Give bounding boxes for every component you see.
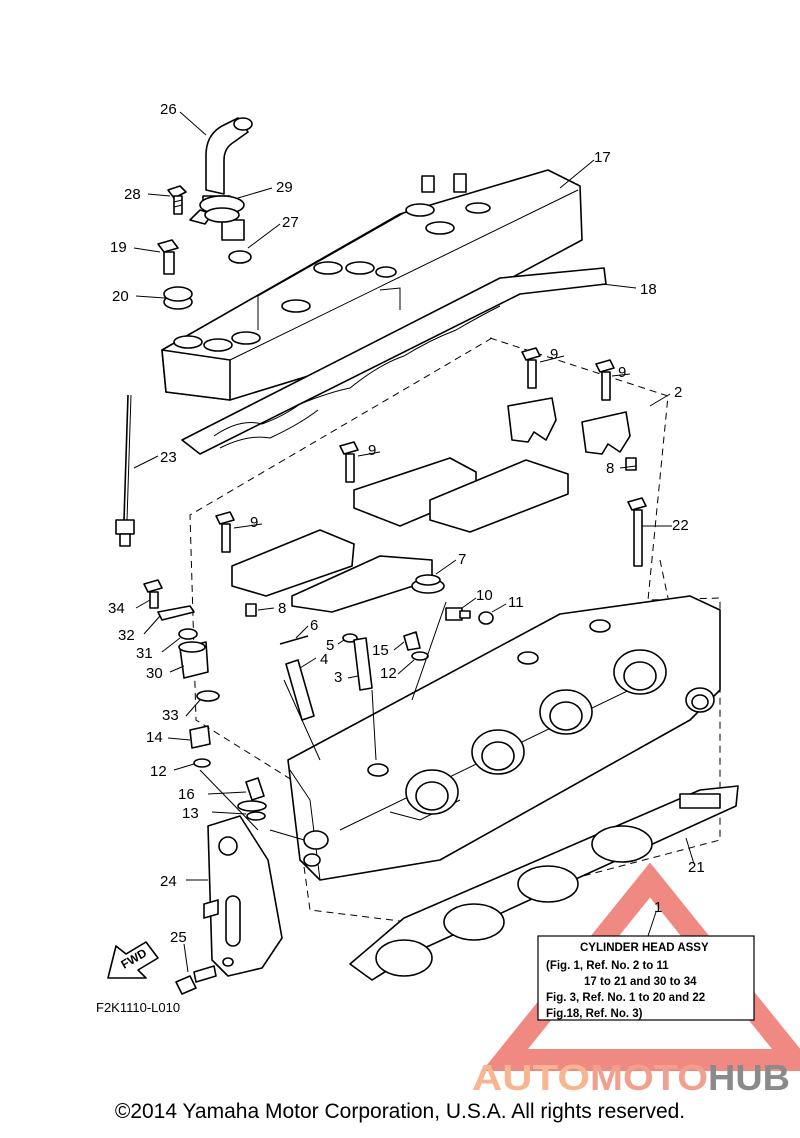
cap-bolts-9 bbox=[215, 347, 615, 553]
callout-26: 26 bbox=[160, 101, 177, 118]
diagram-code: F2K1110-L010 bbox=[96, 1000, 180, 1015]
callout-25: 25 bbox=[170, 929, 187, 946]
callout-31: 31 bbox=[136, 645, 153, 662]
copyright-notice: ©2014 Yamaha Motor Corporation, U.S.A. A… bbox=[114, 1100, 686, 1123]
callout-13: 13 bbox=[182, 805, 199, 822]
callout-30: 30 bbox=[146, 665, 163, 682]
callout-18: 18 bbox=[640, 281, 657, 298]
callout-10: 10 bbox=[476, 587, 493, 604]
intake-ports bbox=[405, 649, 667, 815]
left-fittings bbox=[143, 579, 267, 821]
dowel-8b bbox=[245, 603, 257, 617]
callout-27: 27 bbox=[282, 214, 299, 231]
callout-21: 21 bbox=[688, 859, 705, 876]
callout-14: 14 bbox=[146, 729, 163, 746]
fitting-10 bbox=[445, 607, 471, 621]
cylinder-head-assy-box: CYLINDER HEAD ASSY (Fig. 1, Ref. No. 2 t… bbox=[537, 935, 755, 1021]
callout-6: 6 bbox=[310, 617, 318, 634]
gasket-11 bbox=[478, 611, 494, 625]
assy-box-line-4: Fig.18, Ref. No. 3) bbox=[546, 1008, 643, 1020]
side-plate-24 bbox=[203, 815, 283, 977]
callout-16: 16 bbox=[178, 786, 195, 803]
callout-29: 29 bbox=[276, 179, 293, 196]
callout-7: 7 bbox=[458, 551, 466, 568]
callout-17: 17 bbox=[594, 149, 611, 166]
watermark-part-1: AUTO bbox=[472, 1057, 590, 1098]
callout-34: 34 bbox=[108, 600, 125, 617]
leader-lines bbox=[133, 111, 695, 973]
spark-plug-holes bbox=[173, 202, 491, 352]
callout-5: 5 bbox=[326, 637, 334, 654]
long-bolt-23 bbox=[115, 394, 135, 547]
callout-3: 3 bbox=[334, 669, 342, 686]
callout-19: 19 bbox=[110, 239, 127, 256]
callout-33: 33 bbox=[162, 707, 179, 724]
bolt-28 bbox=[167, 185, 187, 215]
fwd-arrow-icon: FWD bbox=[107, 941, 159, 979]
cylinder-head-body bbox=[287, 595, 721, 881]
bolt-25 bbox=[175, 965, 217, 995]
dowel-8a bbox=[625, 457, 637, 471]
watermark-text: AUTO MOTO HUB bbox=[472, 1057, 790, 1098]
assy-box-title: CYLINDER HEAD ASSY bbox=[580, 942, 709, 954]
callout-22: 22 bbox=[672, 517, 689, 534]
callout-8a: 8 bbox=[606, 460, 614, 477]
camshaft-caps bbox=[231, 397, 631, 613]
callout-9d: 9 bbox=[250, 514, 258, 531]
bolt-19 bbox=[157, 239, 179, 275]
callout-28: 28 bbox=[124, 186, 141, 203]
plug-7 bbox=[411, 574, 445, 594]
hose-clamp bbox=[189, 195, 245, 225]
callout-12a: 12 bbox=[380, 665, 397, 682]
callout-1: 1 bbox=[654, 899, 662, 916]
watermark-part-2: MOTO bbox=[590, 1057, 708, 1098]
callout-numbers: 26 17 28 29 27 19 20 18 9 9 2 23 9 8 9 2… bbox=[108, 101, 705, 946]
valve-hardware bbox=[279, 631, 429, 721]
assy-box-line-1: (Fig. 1, Ref. No. 2 to 11 bbox=[546, 960, 669, 972]
callout-9b: 9 bbox=[618, 364, 626, 381]
callout-8b: 8 bbox=[278, 600, 286, 617]
assy-box-line-3: Fig. 3, Ref. No. 1 to 20 and 22 bbox=[546, 992, 705, 1004]
grommet-20 bbox=[163, 286, 193, 310]
callout-23: 23 bbox=[160, 449, 177, 466]
callout-4: 4 bbox=[320, 651, 328, 668]
callout-9a: 9 bbox=[550, 346, 558, 363]
assy-box-line-2: 17 to 21 and 30 to 34 bbox=[584, 976, 697, 988]
callout-20: 20 bbox=[112, 288, 129, 305]
o-ring-27 bbox=[228, 250, 252, 264]
callout-15: 15 bbox=[372, 642, 389, 659]
watermark-part-3: HUB bbox=[708, 1057, 790, 1098]
callout-24: 24 bbox=[160, 873, 177, 890]
callout-9c: 9 bbox=[368, 442, 376, 459]
callout-11: 11 bbox=[508, 594, 524, 611]
callout-2: 2 bbox=[674, 384, 682, 401]
head-bosses bbox=[303, 619, 715, 867]
callout-12b: 12 bbox=[150, 763, 167, 780]
cylinder-head-gasket bbox=[349, 785, 739, 981]
callout-32: 32 bbox=[118, 627, 135, 644]
cylinder-head-cover bbox=[161, 169, 583, 401]
bolt-22 bbox=[627, 497, 647, 567]
